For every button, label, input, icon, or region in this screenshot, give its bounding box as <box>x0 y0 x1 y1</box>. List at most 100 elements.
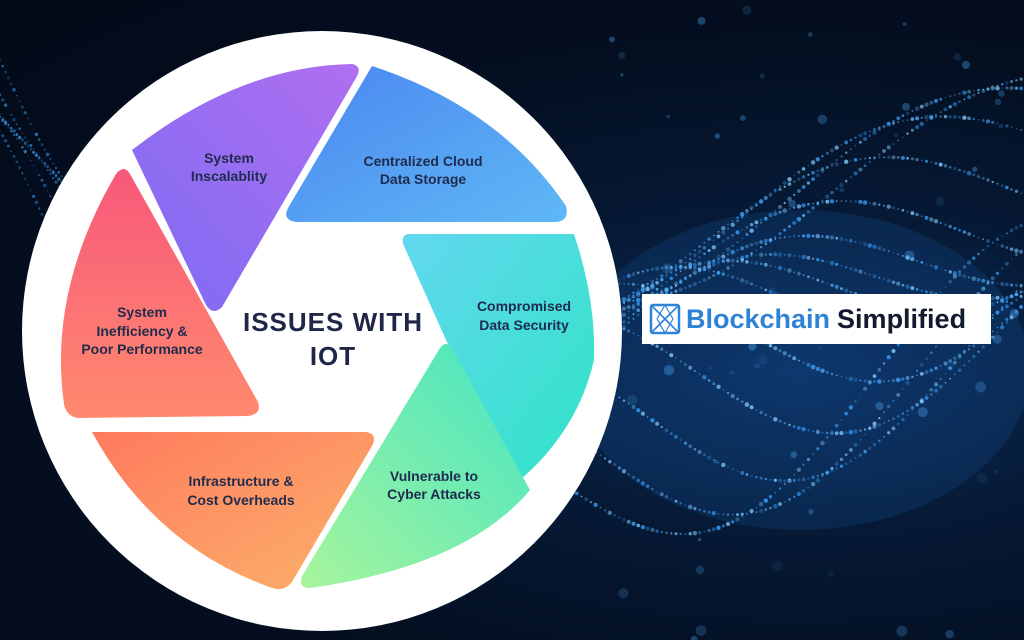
particle-dot <box>897 139 900 142</box>
particle-dot <box>934 113 938 117</box>
particle-dot <box>811 277 815 280</box>
particle-dot <box>807 164 810 167</box>
particle-dot <box>990 86 995 91</box>
particle-dot <box>57 170 61 174</box>
particle-dot <box>650 527 655 533</box>
brand-badge: Blockchain Simplified <box>642 294 991 344</box>
particle-dot <box>731 520 735 524</box>
particle-dot <box>991 317 994 319</box>
particle-dot <box>995 295 1000 300</box>
particle-dot <box>716 384 721 389</box>
particle-dot <box>712 239 715 242</box>
particle-dot <box>1000 325 1005 330</box>
particle-dot <box>849 199 853 203</box>
particle-dot <box>27 184 29 186</box>
particle-dot <box>627 329 631 333</box>
particle-dot <box>911 110 914 112</box>
particle-dot <box>18 135 21 138</box>
particle-dot <box>844 453 848 457</box>
particle-dot <box>665 273 668 276</box>
particle-dot <box>877 246 882 251</box>
particle-dot <box>651 282 654 284</box>
bokeh-dot <box>609 36 615 43</box>
particle-dot <box>882 362 886 365</box>
particle-dot <box>981 345 985 349</box>
particle-dot <box>834 462 839 466</box>
particle-dot <box>811 177 815 182</box>
particle-dot <box>7 124 10 127</box>
particle-dot <box>626 297 631 302</box>
particle-dot <box>844 431 848 435</box>
particle-dot <box>1010 126 1013 129</box>
particle-dot <box>740 255 744 259</box>
particle-dot <box>991 335 995 339</box>
particle-dot <box>721 524 725 528</box>
particle-dot <box>759 246 763 249</box>
particle-dot <box>807 429 810 432</box>
particle-dot <box>669 286 673 289</box>
particle-dot <box>697 266 702 271</box>
particle-dot <box>834 145 839 150</box>
particle-dot <box>869 273 871 276</box>
particle-dot <box>1014 248 1019 253</box>
particle-dot <box>854 199 858 204</box>
particle-dot <box>758 198 764 204</box>
particle-dot <box>863 386 868 391</box>
particle-dot <box>10 83 13 85</box>
particle-dot <box>773 504 778 509</box>
particle-dot <box>872 244 877 249</box>
particle-dot <box>797 271 801 276</box>
particle-dot <box>910 128 914 132</box>
particle-dot <box>626 273 631 278</box>
particle-dot <box>821 280 824 283</box>
bokeh-dot <box>917 407 928 418</box>
particle-dot <box>826 431 829 435</box>
particle-dot <box>632 332 635 335</box>
particle-dot <box>864 272 867 275</box>
particle-dot <box>1009 294 1014 299</box>
particle-dot <box>745 254 749 259</box>
particle-dot <box>783 422 786 425</box>
particle-dot <box>816 258 820 262</box>
particle-dot <box>674 263 678 267</box>
particle-dot <box>958 100 961 104</box>
particle-dot <box>636 308 641 313</box>
particle-dot <box>622 282 626 285</box>
particle-dot <box>840 418 843 421</box>
particle-dot <box>872 374 877 378</box>
particle-dot <box>1019 284 1023 287</box>
particle-dot <box>840 162 843 164</box>
particle-dot <box>948 359 953 363</box>
particle-dot <box>820 234 825 239</box>
particle-dot <box>802 273 805 277</box>
particle-dot <box>996 331 999 334</box>
particle-dot <box>717 513 720 515</box>
particle-dot <box>763 196 768 201</box>
particle-dot <box>872 442 877 447</box>
particle-dot <box>41 159 43 162</box>
particle-dot <box>891 426 896 431</box>
particle-dot <box>806 181 811 185</box>
particle-dot <box>746 513 748 515</box>
particle-dot <box>698 269 702 273</box>
particle-dot <box>636 478 640 483</box>
particle-dot <box>943 107 948 112</box>
particle-dot <box>925 120 928 122</box>
particle-dot <box>759 240 763 244</box>
particle-dot <box>849 238 853 243</box>
particle-dot <box>694 249 696 251</box>
particle-dot <box>939 364 942 367</box>
particle-dot <box>773 188 777 192</box>
particle-dot <box>990 301 995 307</box>
particle-dot <box>40 143 44 146</box>
particle-dot <box>878 439 881 443</box>
particle-dot <box>952 101 958 107</box>
particle-dot <box>826 261 829 263</box>
particle-dot <box>1015 290 1018 293</box>
particle-dot <box>849 176 852 179</box>
particle-dot <box>958 92 961 95</box>
particle-dot <box>4 122 8 126</box>
particle-dot <box>905 255 910 260</box>
particle-dot <box>849 148 852 151</box>
particle-dot <box>1005 81 1009 85</box>
